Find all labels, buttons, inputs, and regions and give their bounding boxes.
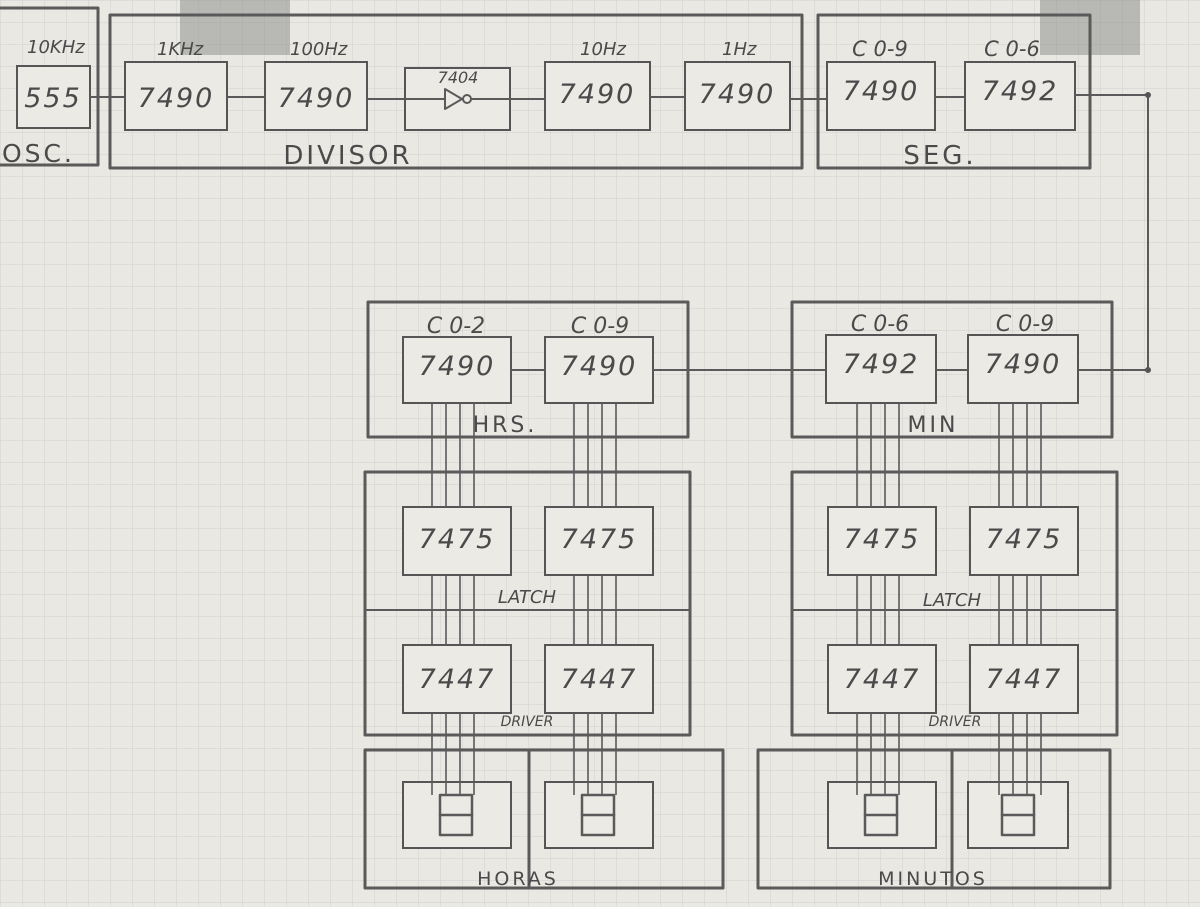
oscillator-frame bbox=[0, 6, 100, 167]
chip-label: 7447 bbox=[561, 664, 638, 695]
junction-dot bbox=[1145, 367, 1151, 373]
tape-mark bbox=[180, 0, 290, 55]
oscillator-freq: 10KHz bbox=[27, 37, 85, 58]
seconds-label: SEG. bbox=[903, 141, 976, 171]
chip-7475-hours-units bbox=[544, 506, 654, 576]
chip-label: 7490 bbox=[278, 83, 355, 114]
chip-7490-hours-units bbox=[544, 336, 654, 404]
minutes-latch-driver-frame bbox=[790, 470, 1119, 737]
hours-group: HRS. 7490 C 0-2 7490 C 0-9 7475 7475 LAT… bbox=[363, 300, 725, 890]
range-label: C 0-9 bbox=[571, 314, 629, 339]
freq-label: 10Hz bbox=[580, 39, 626, 60]
divisor-label: DIVISOR bbox=[283, 141, 412, 171]
driver-label: DRIVER bbox=[501, 714, 554, 730]
range-label: C 0-9 bbox=[852, 37, 908, 61]
chip-7490-minutes-units bbox=[967, 334, 1079, 404]
range-label: C 0-2 bbox=[427, 314, 485, 339]
latch-label: LATCH bbox=[923, 590, 982, 611]
display-minutes-tens bbox=[827, 781, 937, 849]
chip-7404-label: 7404 bbox=[438, 68, 479, 87]
chip-7447-minutes-units bbox=[969, 644, 1079, 714]
chip-label: 7475 bbox=[561, 524, 638, 555]
seconds-group: SEG. 7490 C 0-9 7492 C 0-6 bbox=[816, 13, 1092, 171]
chip-7447-hours-tens bbox=[402, 644, 512, 714]
chip-label: 7490 bbox=[699, 79, 776, 110]
chip-label: 7475 bbox=[986, 524, 1063, 555]
chip-label: 7475 bbox=[419, 524, 496, 555]
hours-display-label: HORAS bbox=[477, 868, 559, 890]
junction-dot bbox=[1145, 92, 1151, 98]
freq-label: 100Hz bbox=[290, 39, 348, 60]
chip-7490-hours-tens bbox=[402, 336, 512, 404]
hours-display-frame bbox=[363, 748, 725, 890]
chip-label: 7490 bbox=[419, 351, 496, 382]
seconds-frame bbox=[816, 13, 1092, 170]
driver-label: DRIVER bbox=[929, 714, 982, 730]
data-buses bbox=[431, 403, 1042, 795]
chip-label: 7447 bbox=[986, 664, 1063, 695]
chip-7490-seconds bbox=[826, 61, 936, 131]
latch-label: LATCH bbox=[498, 587, 557, 608]
divisor-frame bbox=[108, 13, 804, 170]
range-label: C 0-6 bbox=[984, 37, 1040, 61]
chip-7475-minutes-units bbox=[969, 506, 1079, 576]
oscillator-label: OSC. bbox=[2, 139, 75, 168]
chip-7475-minutes-tens bbox=[827, 506, 937, 576]
chip-7492-minutes-tens bbox=[825, 334, 937, 404]
chip-label: 7492 bbox=[843, 349, 920, 380]
minutes-label: MIN bbox=[908, 413, 959, 438]
freq-label: 1Hz bbox=[722, 39, 757, 60]
chip-555-label: 555 bbox=[24, 83, 82, 114]
minutes-display-label: MINUTOS bbox=[878, 868, 988, 890]
range-label: C 0-9 bbox=[996, 312, 1054, 337]
chip-7490-100hz bbox=[264, 61, 368, 131]
chip-label: 7490 bbox=[138, 83, 215, 114]
hours-latch-driver-frame bbox=[363, 470, 692, 737]
freq-label: 1KHz bbox=[157, 39, 204, 60]
chip-label: 7490 bbox=[559, 79, 636, 110]
chip-label: 7447 bbox=[844, 664, 921, 695]
minutes-group: MIN 7492 C 0-6 7490 C 0-9 7475 7475 LATC… bbox=[756, 300, 1119, 890]
chip-label: 7447 bbox=[419, 664, 496, 695]
minutes-display-frame bbox=[756, 748, 1112, 890]
chip-label: 7490 bbox=[561, 351, 638, 382]
chip-7447-hours-units bbox=[544, 644, 654, 714]
chip-7475-hours-tens bbox=[402, 506, 512, 576]
chip-label: 7492 bbox=[982, 76, 1059, 107]
chip-label: 7475 bbox=[844, 524, 921, 555]
range-label: C 0-6 bbox=[851, 312, 909, 337]
chip-label: 7490 bbox=[843, 76, 920, 107]
chip-7490-1khz bbox=[124, 61, 228, 131]
hours-label: HRS. bbox=[473, 413, 538, 438]
chip-label: 7490 bbox=[985, 349, 1062, 380]
chip-7447-minutes-tens bbox=[827, 644, 937, 714]
